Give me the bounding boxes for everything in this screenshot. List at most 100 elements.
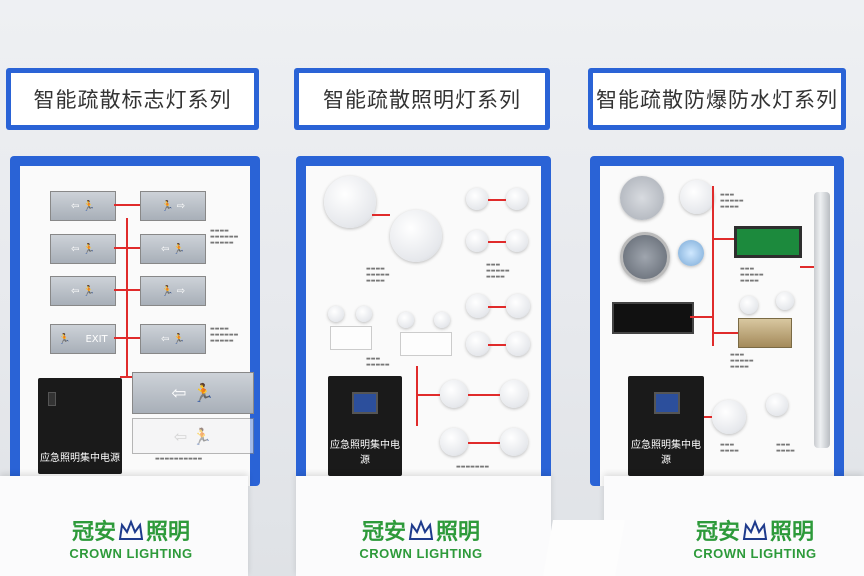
brand-cn-right: 照明 (770, 520, 815, 545)
panel-board-2: 应急照明集中电源 ▬▬▬▬▬▬▬▬▬▬▬▬▬ ▬▬▬▬▬▬▬▬▬▬▬▬ ▬▬▬▬… (306, 166, 541, 486)
product-note: ▬▬▬▬▬▬▬▬▬▬▬▬ (730, 352, 754, 370)
brand-cn-left: 冠安 (695, 520, 740, 545)
crown-icon (118, 519, 144, 540)
exit-sign-exit: 🏃 EXIT (50, 324, 116, 354)
green-exit-sign (734, 226, 802, 258)
wire (372, 214, 390, 216)
downlight (506, 332, 530, 356)
wire (712, 186, 714, 346)
brand-cn-right: 照明 (436, 520, 481, 545)
exit-sign: 🏃 ⇨ (140, 276, 206, 306)
twin-head-body (400, 332, 452, 356)
wire (416, 366, 418, 426)
cabinet-screen (654, 392, 680, 414)
large-exit-sign: ⇦ 🏃 (132, 418, 254, 454)
large-exit-sign: ⇦ 🏃 (132, 372, 254, 414)
header-sign-explosion-proof: 智能疏散防爆防水灯系列 (588, 68, 846, 130)
brand-cn-right: 照明 (146, 520, 191, 545)
explosion-proof-sign-light (620, 232, 670, 282)
brand-en: CROWN LIGHTING (359, 546, 483, 561)
product-note: ▬▬▬▬▬▬▬▬▬▬ (155, 456, 203, 462)
exit-sign: ⇦ 🏃 (140, 324, 206, 354)
wire (488, 306, 506, 308)
wire (416, 394, 440, 396)
product-note: ▬▬▬▬▬▬▬▬▬▬▬▬▬▬▬ (210, 326, 239, 344)
black-exit-sign (612, 302, 694, 334)
exit-sign: ⇦ 🏃 (50, 191, 116, 221)
crown-icon (742, 519, 768, 540)
power-cabinet: 应急照明集中电源 (328, 376, 402, 476)
twin-head-light (356, 306, 372, 322)
explosion-proof-box (738, 318, 792, 348)
header-title-lighting: 智能疏散照明灯系列 (299, 73, 545, 125)
twin-head-light (328, 306, 344, 322)
wire (120, 376, 132, 378)
downlight (506, 188, 528, 210)
downlight (506, 230, 528, 252)
cabinet-label: 应急照明集中电源 (40, 453, 120, 464)
round-light (712, 400, 746, 434)
twin-head-light (434, 312, 450, 328)
display-panel-indicator: ⇦ 🏃 🏃 ⇨ ⇦ 🏃 ⇦ 🏃 ⇦ 🏃 🏃 ⇨ 🏃 EXIT ⇦ 🏃 ⇦ 🏃 ⇦… (10, 156, 260, 486)
brand-logo: 冠安 照明 CROWN LIGHTING (56, 514, 206, 561)
cabinet-label: 应急照明集中电源 (631, 440, 701, 466)
power-cabinet: 应急照明集中电源 (628, 376, 704, 476)
tube-light (814, 192, 830, 448)
round-light (766, 394, 788, 416)
product-note: ▬▬▬▬▬▬▬▬▬▬▬▬ (720, 192, 744, 210)
downlight (506, 294, 530, 318)
brand-cn-left: 冠安 (71, 520, 116, 545)
twin-head-light (776, 292, 794, 310)
wire (712, 332, 738, 334)
ceiling-light (324, 176, 376, 228)
exit-sign: ⇦ 🏃 (140, 234, 206, 264)
wire (114, 204, 140, 206)
wire (800, 266, 814, 268)
wire (690, 316, 712, 318)
round-light (500, 380, 528, 408)
wire (468, 442, 500, 444)
product-note: ▬▬▬▬▬▬▬▬▬▬▬▬▬ (366, 266, 390, 284)
wire (488, 344, 506, 346)
product-note: ▬▬▬▬▬▬▬ (720, 442, 739, 454)
brand-logo: 冠安 照明 CROWN LIGHTING (680, 514, 830, 561)
exit-sign: 🏃 ⇨ (140, 191, 206, 221)
twin-head-body (330, 326, 372, 350)
display-base-1 (0, 476, 248, 576)
brand-logo: 冠安 照明 CROWN LIGHTING (346, 514, 496, 561)
downlight (466, 230, 488, 252)
twin-head-light (398, 312, 414, 328)
round-light (620, 176, 664, 220)
header-sign-lighting: 智能疏散照明灯系列 (294, 68, 550, 130)
display-panel-lighting: 应急照明集中电源 ▬▬▬▬▬▬▬▬▬▬▬▬▬ ▬▬▬▬▬▬▬▬▬▬▬▬ ▬▬▬▬… (296, 156, 551, 486)
exit-sign: ⇦ 🏃 (50, 276, 116, 306)
round-light (680, 180, 714, 214)
product-note: ▬▬▬▬▬▬▬▬ (366, 356, 390, 368)
header-title-explosion-proof: 智能疏散防爆防水灯系列 (593, 73, 841, 125)
product-note: ▬▬▬▬▬▬▬ (456, 464, 490, 470)
product-note: ▬▬▬▬▬▬▬▬▬▬▬▬ (486, 262, 510, 280)
product-note: ▬▬▬▬▬▬▬ (776, 442, 795, 454)
power-cabinet: 应急照明集中电源 (38, 378, 122, 474)
panel-board-3: 应急照明集中电源 ▬▬▬▬▬▬▬▬▬▬▬▬ ▬▬▬▬▬▬▬▬▬▬▬▬ ▬▬▬▬▬… (600, 166, 834, 486)
wire (126, 218, 128, 378)
brand-en: CROWN LIGHTING (693, 546, 817, 561)
cabinet-screen (352, 392, 378, 414)
wire (488, 199, 506, 201)
downlight (466, 332, 490, 356)
display-panel-explosion-proof: 应急照明集中电源 ▬▬▬▬▬▬▬▬▬▬▬▬ ▬▬▬▬▬▬▬▬▬▬▬▬ ▬▬▬▬▬… (590, 156, 844, 486)
round-light (500, 428, 528, 456)
blue-light (678, 240, 704, 266)
downlight (466, 188, 488, 210)
wire (468, 394, 500, 396)
exit-text: EXIT (85, 333, 108, 345)
panel-board-1: ⇦ 🏃 🏃 ⇨ ⇦ 🏃 ⇦ 🏃 ⇦ 🏃 🏃 ⇨ 🏃 EXIT ⇦ 🏃 ⇦ 🏃 ⇦… (20, 166, 254, 486)
brand-cn-left: 冠安 (361, 520, 406, 545)
ceiling-light (390, 210, 442, 262)
crown-icon (408, 519, 434, 540)
wire (712, 238, 734, 240)
product-note: ▬▬▬▬▬▬▬▬▬▬▬▬ (740, 266, 764, 284)
wire (488, 241, 506, 243)
header-sign-indicator: 智能疏散标志灯系列 (6, 68, 259, 130)
